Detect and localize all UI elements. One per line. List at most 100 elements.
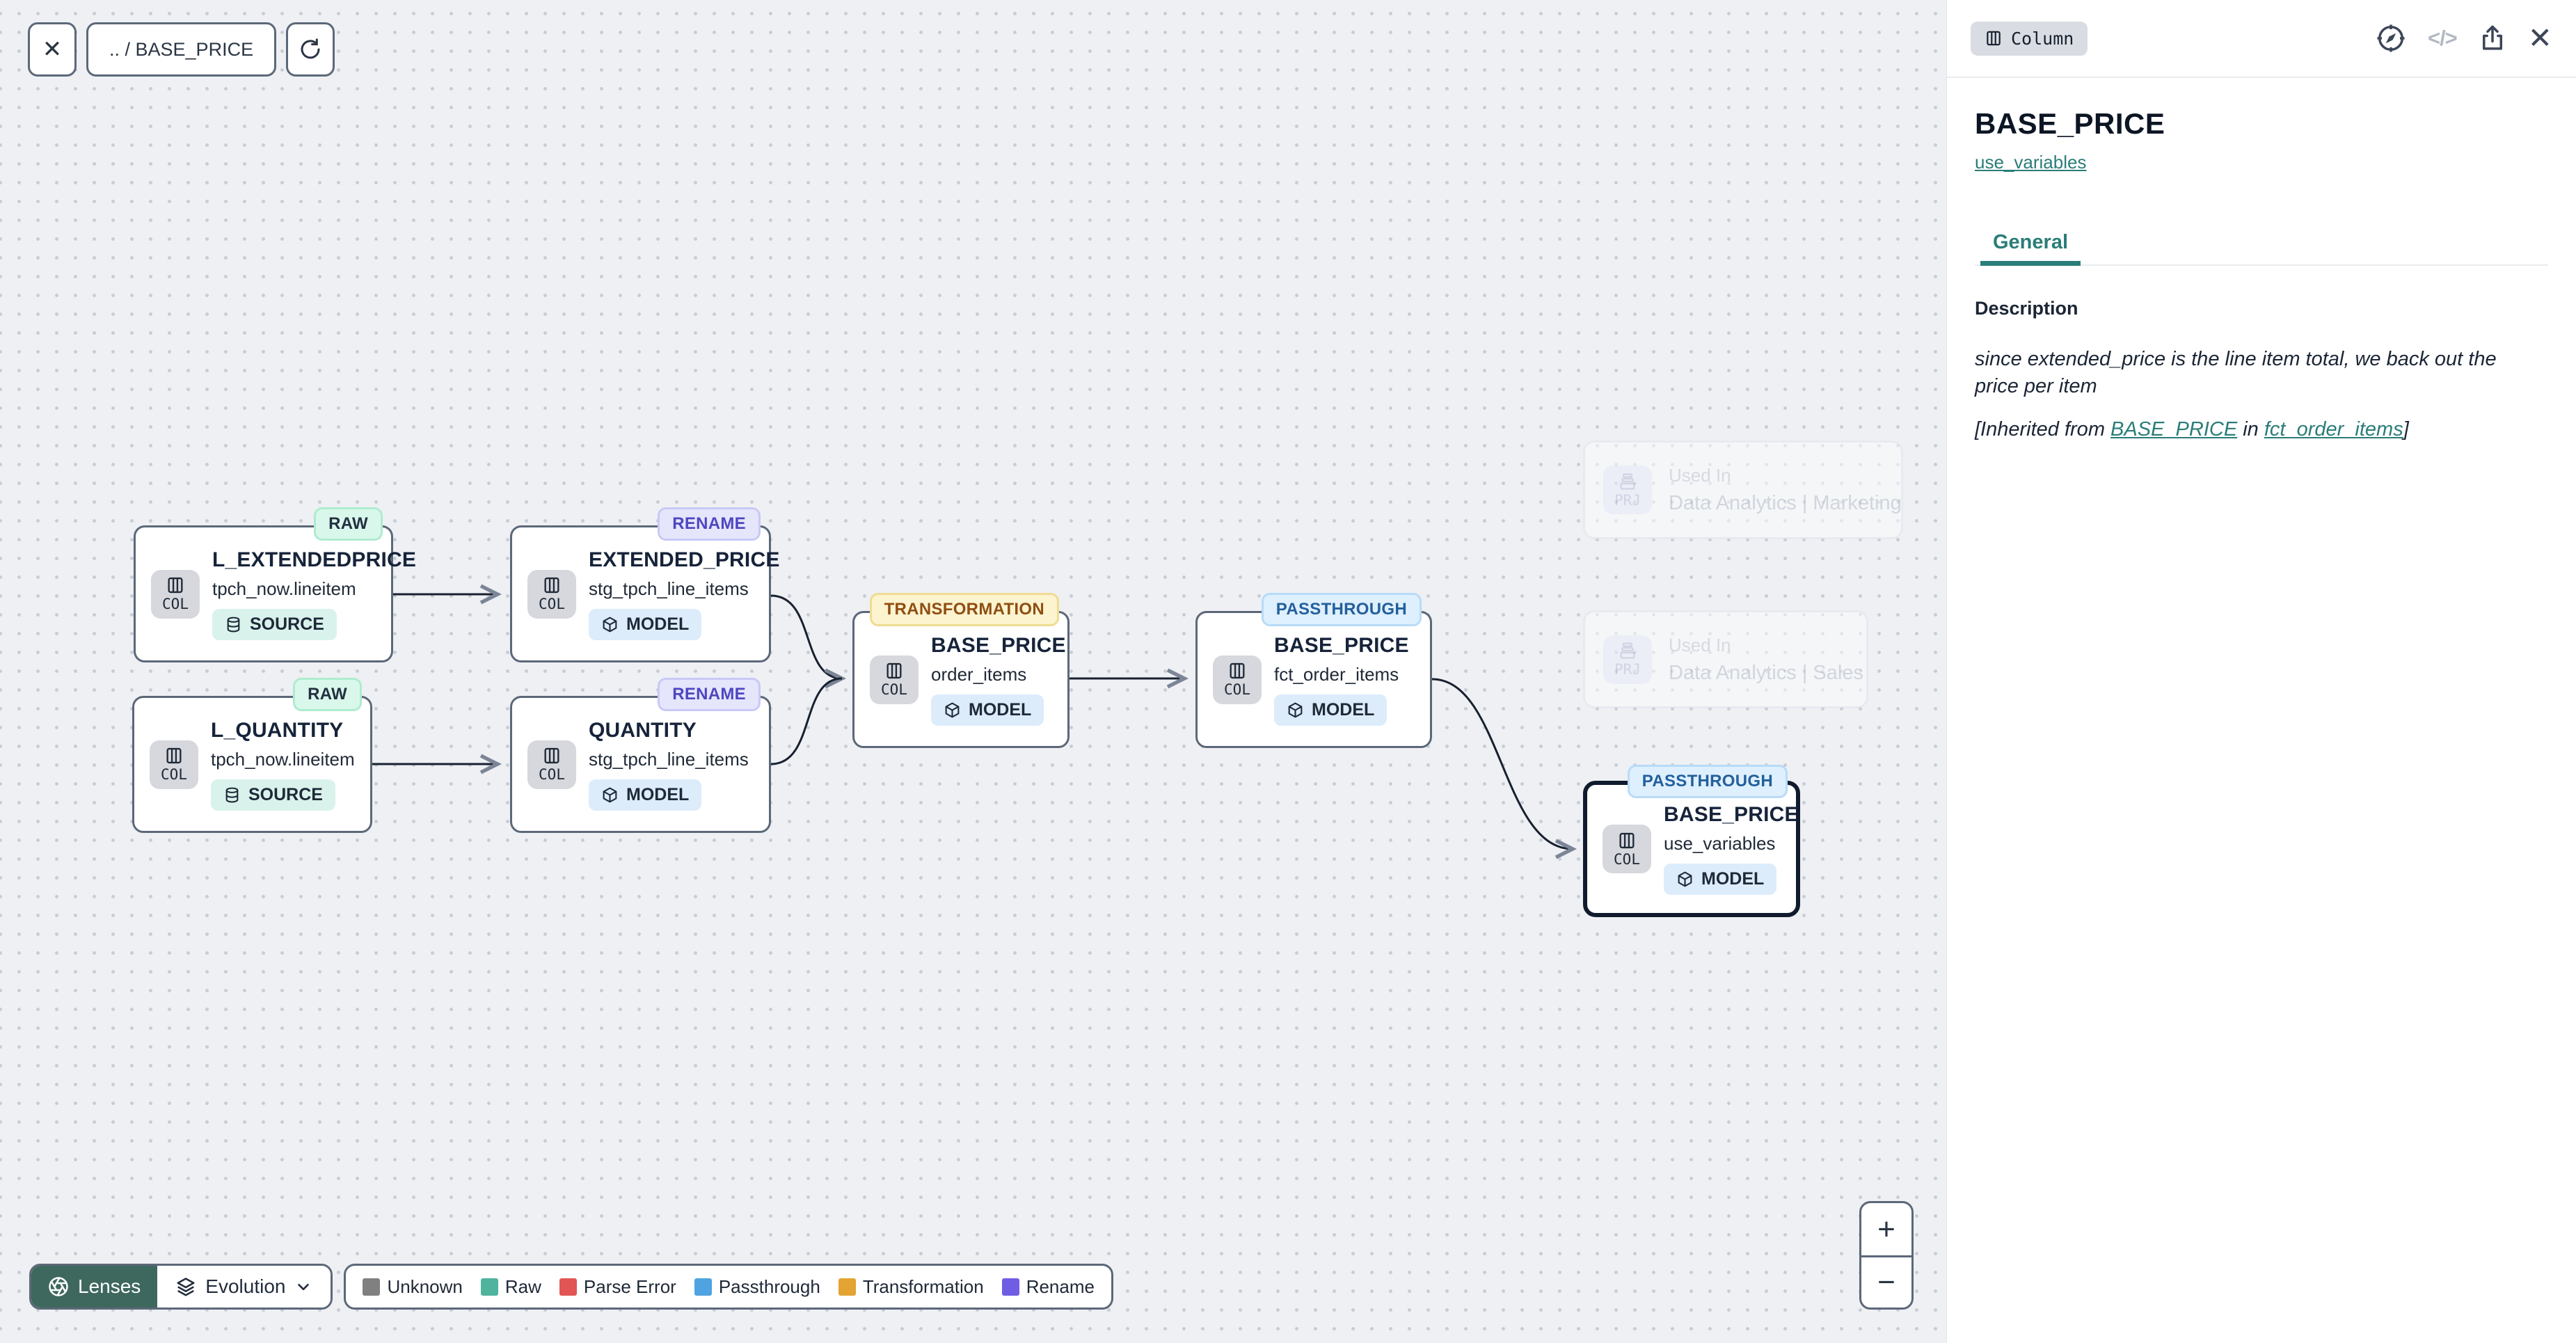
type-badge-label: SOURCE	[248, 784, 323, 804]
used-in-label: Used In	[1669, 465, 1731, 486]
type-badge-label: MODEL	[626, 614, 690, 634]
status-badge: RENAME	[658, 678, 761, 711]
inherited-note: [Inherited from BASE_PRICE in fct_order_…	[1975, 418, 2548, 441]
legend-swatch	[480, 1278, 498, 1296]
legend-swatch	[1001, 1278, 1019, 1296]
panel-close-button[interactable]: ✕	[2527, 22, 2552, 54]
close-icon: ✕	[42, 36, 63, 63]
status-badge: RAW	[314, 507, 383, 541]
used-in-project-name: Data Analytics | Sales	[1669, 661, 1863, 684]
node-title: L_EXTENDEDPRICE	[212, 548, 417, 571]
columns-icon	[544, 577, 559, 594]
view-code-button[interactable]: </>	[2427, 26, 2458, 50]
lineage-node-base-price-order-items[interactable]: TRANSFORMATION COL BASE_PRICE order_item…	[852, 593, 1070, 748]
column-chip: COL	[527, 569, 576, 619]
used-in-node-marketing[interactable]: PRJ Used In Data Analytics | Marketing	[1583, 440, 1903, 539]
node-title: L_QUANTITY	[211, 718, 344, 742]
inherited-column-link[interactable]: BASE_PRICE	[2110, 418, 2238, 441]
project-chip: PRJ	[1603, 466, 1652, 514]
column-chip: COL	[151, 569, 200, 619]
legend-label: Rename	[1026, 1276, 1095, 1297]
lineage-node-base-price-use-variables[interactable]: PASSTHROUGH COL BASE_PRICE use_variables…	[1583, 765, 1800, 917]
details-panel-body: BASE_PRICE use_variables General Descrip…	[1947, 107, 2576, 441]
column-chip: COL	[1213, 655, 1262, 704]
legend-swatch	[559, 1278, 577, 1296]
column-chip: COL	[1603, 825, 1651, 873]
description-heading: Description	[1975, 298, 2078, 319]
node-subtitle: tpch_now.lineitem	[211, 748, 355, 770]
description-text: since extended_price is the line item to…	[1975, 348, 2497, 398]
refresh-button[interactable]	[286, 22, 335, 77]
type-badge-label: SOURCE	[250, 614, 324, 634]
details-panel-header: Column </> ✕	[1947, 0, 2576, 78]
column-chip-label: COL	[162, 596, 189, 612]
lenses-button[interactable]: Lenses	[31, 1266, 158, 1308]
column-chip-label: COL	[539, 596, 565, 612]
project-chip-label: PRJ	[1614, 661, 1641, 678]
type-badge-label: MODEL	[1312, 699, 1375, 720]
tab-general[interactable]: General	[1980, 221, 2081, 266]
column-chip-label: COL	[881, 681, 907, 698]
project-chip-label: PRJ	[1614, 491, 1641, 509]
type-badge-label: MODEL	[626, 784, 690, 804]
type-badge: MODEL	[589, 608, 702, 640]
used-in-label: Used In	[1669, 634, 1731, 655]
status-badge: TRANSFORMATION	[869, 593, 1059, 626]
lineage-legend: Unknown Raw Parse Error Passthrough Tran…	[344, 1264, 1113, 1310]
inherited-model-link[interactable]: fct_order_items	[2264, 418, 2403, 441]
legend-item-transformation: Transformation	[838, 1276, 984, 1298]
legend-item-parse-error: Parse Error	[559, 1276, 676, 1298]
type-badge: MODEL	[589, 779, 702, 811]
legend-swatch	[694, 1278, 712, 1296]
zoom-out-button[interactable]: −	[1861, 1255, 1911, 1308]
columns-icon	[544, 747, 559, 764]
share-button[interactable]	[2478, 24, 2507, 53]
type-badge: SOURCE	[212, 608, 337, 640]
share-icon	[2482, 25, 2502, 50]
column-chip: COL	[527, 740, 576, 789]
chevron-down-icon	[298, 1283, 310, 1291]
type-badge-label: MODEL	[1701, 869, 1765, 889]
node-subtitle: fct_order_items	[1274, 663, 1399, 685]
inherited-prefix: [Inherited from	[1975, 418, 2111, 441]
type-badge: MODEL	[1664, 864, 1777, 895]
column-chip-label: COL	[161, 766, 187, 783]
legend-label: Parse Error	[583, 1276, 676, 1297]
legend-swatch	[838, 1278, 856, 1296]
project-chip: PRJ	[1603, 635, 1652, 684]
columns-icon	[168, 577, 183, 594]
used-in-node-sales[interactable]: PRJ Used In Data Analytics | Sales	[1583, 610, 1868, 708]
lenses-control: Lenses Evolution	[29, 1264, 333, 1310]
status-badge: PASSTHROUGH	[1627, 765, 1788, 798]
inherited-suffix: ]	[2403, 418, 2409, 441]
lineage-node-l-quantity[interactable]: RAW COL L_QUANTITY tpch_now.lineitem SOU…	[132, 678, 372, 833]
model-link[interactable]: use_variables	[1975, 152, 2087, 173]
legend-label: Passthrough	[718, 1276, 820, 1297]
type-badge: MODEL	[931, 694, 1044, 726]
used-in-project-name: Data Analytics | Marketing	[1669, 492, 1902, 514]
breadcrumb[interactable]: .. / BASE_PRICE	[86, 22, 277, 77]
zoom-in-button[interactable]: +	[1877, 1211, 1895, 1246]
lineage-node-base-price-fct-order-items[interactable]: PASSTHROUGH COL BASE_PRICE fct_order_ite…	[1195, 593, 1432, 748]
column-chip-label: COL	[1614, 850, 1640, 868]
legend-item-passthrough: Passthrough	[694, 1276, 820, 1298]
aperture-icon	[49, 1277, 68, 1296]
lens-mode-dropdown[interactable]: Evolution	[157, 1266, 331, 1308]
details-panel: Column </> ✕ BASE_PRICE use_variables Ge…	[1946, 0, 2576, 1343]
explore-compass-button[interactable]	[2375, 22, 2407, 54]
legend-label: Unknown	[387, 1276, 463, 1297]
type-badge: SOURCE	[211, 779, 335, 811]
node-title: EXTENDED_PRICE	[589, 548, 780, 571]
lineage-node-extended-price[interactable]: RENAME COL EXTENDED_PRICE stg_tpch_line_…	[510, 507, 779, 662]
cube-icon	[1678, 871, 1692, 887]
close-lineage-button[interactable]: ✕	[28, 22, 77, 77]
legend-swatch	[363, 1278, 381, 1296]
lenses-label: Lenses	[78, 1276, 141, 1297]
entity-type-label: Column	[2011, 28, 2074, 49]
status-badge: RENAME	[658, 507, 761, 541]
panel-header-icons: </> ✕	[2375, 22, 2552, 54]
cube-icon	[603, 617, 617, 632]
lineage-canvas[interactable]: ✕ .. / BASE_PRICE PRJ Used In Data Analy…	[0, 0, 1946, 1343]
lineage-node-l-extendedprice[interactable]: RAW COL L_EXTENDEDPRICE tpch_now.lineite…	[134, 507, 416, 662]
lineage-node-quantity[interactable]: RENAME COL QUANTITY stg_tpch_line_items …	[510, 678, 771, 833]
